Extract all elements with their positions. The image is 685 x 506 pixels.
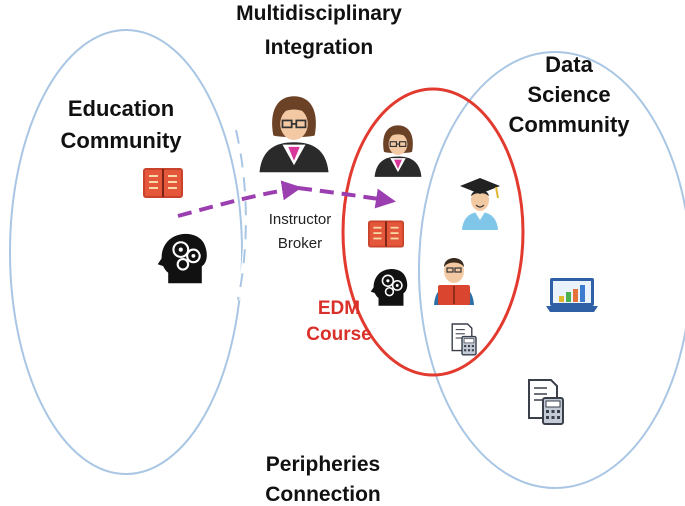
broker-label-line1: Instructor [269, 211, 332, 228]
bottom-label-line2: Connection [265, 483, 381, 506]
education-label-line1: Education [68, 96, 174, 121]
education-label-line2: Community [61, 128, 183, 153]
data-science-label-line3: Community [509, 112, 631, 137]
top-label-line2: Integration [265, 36, 374, 59]
arrow-education-to-broker [177, 180, 302, 218]
book-icon [142, 167, 184, 199]
edm-label-line2: Course [306, 324, 371, 345]
instructor-icon [374, 124, 422, 178]
edm-course-ellipse [341, 87, 525, 377]
student-reading-icon [434, 258, 474, 305]
calculator-document-icon [528, 379, 564, 425]
data-science-community-ellipse [418, 51, 685, 489]
broker-label-line2: Broker [278, 235, 322, 252]
instructor-icon [258, 95, 330, 174]
edm-label-line1: EDM [318, 298, 360, 319]
book-icon [367, 219, 405, 249]
education-community-ellipse [9, 29, 243, 475]
data-science-label-line1: Data [545, 52, 593, 77]
brain-head-icon [369, 268, 408, 307]
graduate-icon [460, 178, 500, 230]
data-science-label-line2: Science [527, 82, 610, 107]
laptop-chart-icon [546, 278, 598, 312]
bottom-label-line1: Peripheries [266, 453, 380, 476]
brain-head-icon [156, 232, 208, 285]
calculator-document-icon [451, 323, 477, 356]
arrow-broker-to-edm [297, 186, 396, 209]
education-community-dashed-edge [235, 129, 247, 301]
top-label-line1: Multidisciplinary [236, 2, 402, 25]
